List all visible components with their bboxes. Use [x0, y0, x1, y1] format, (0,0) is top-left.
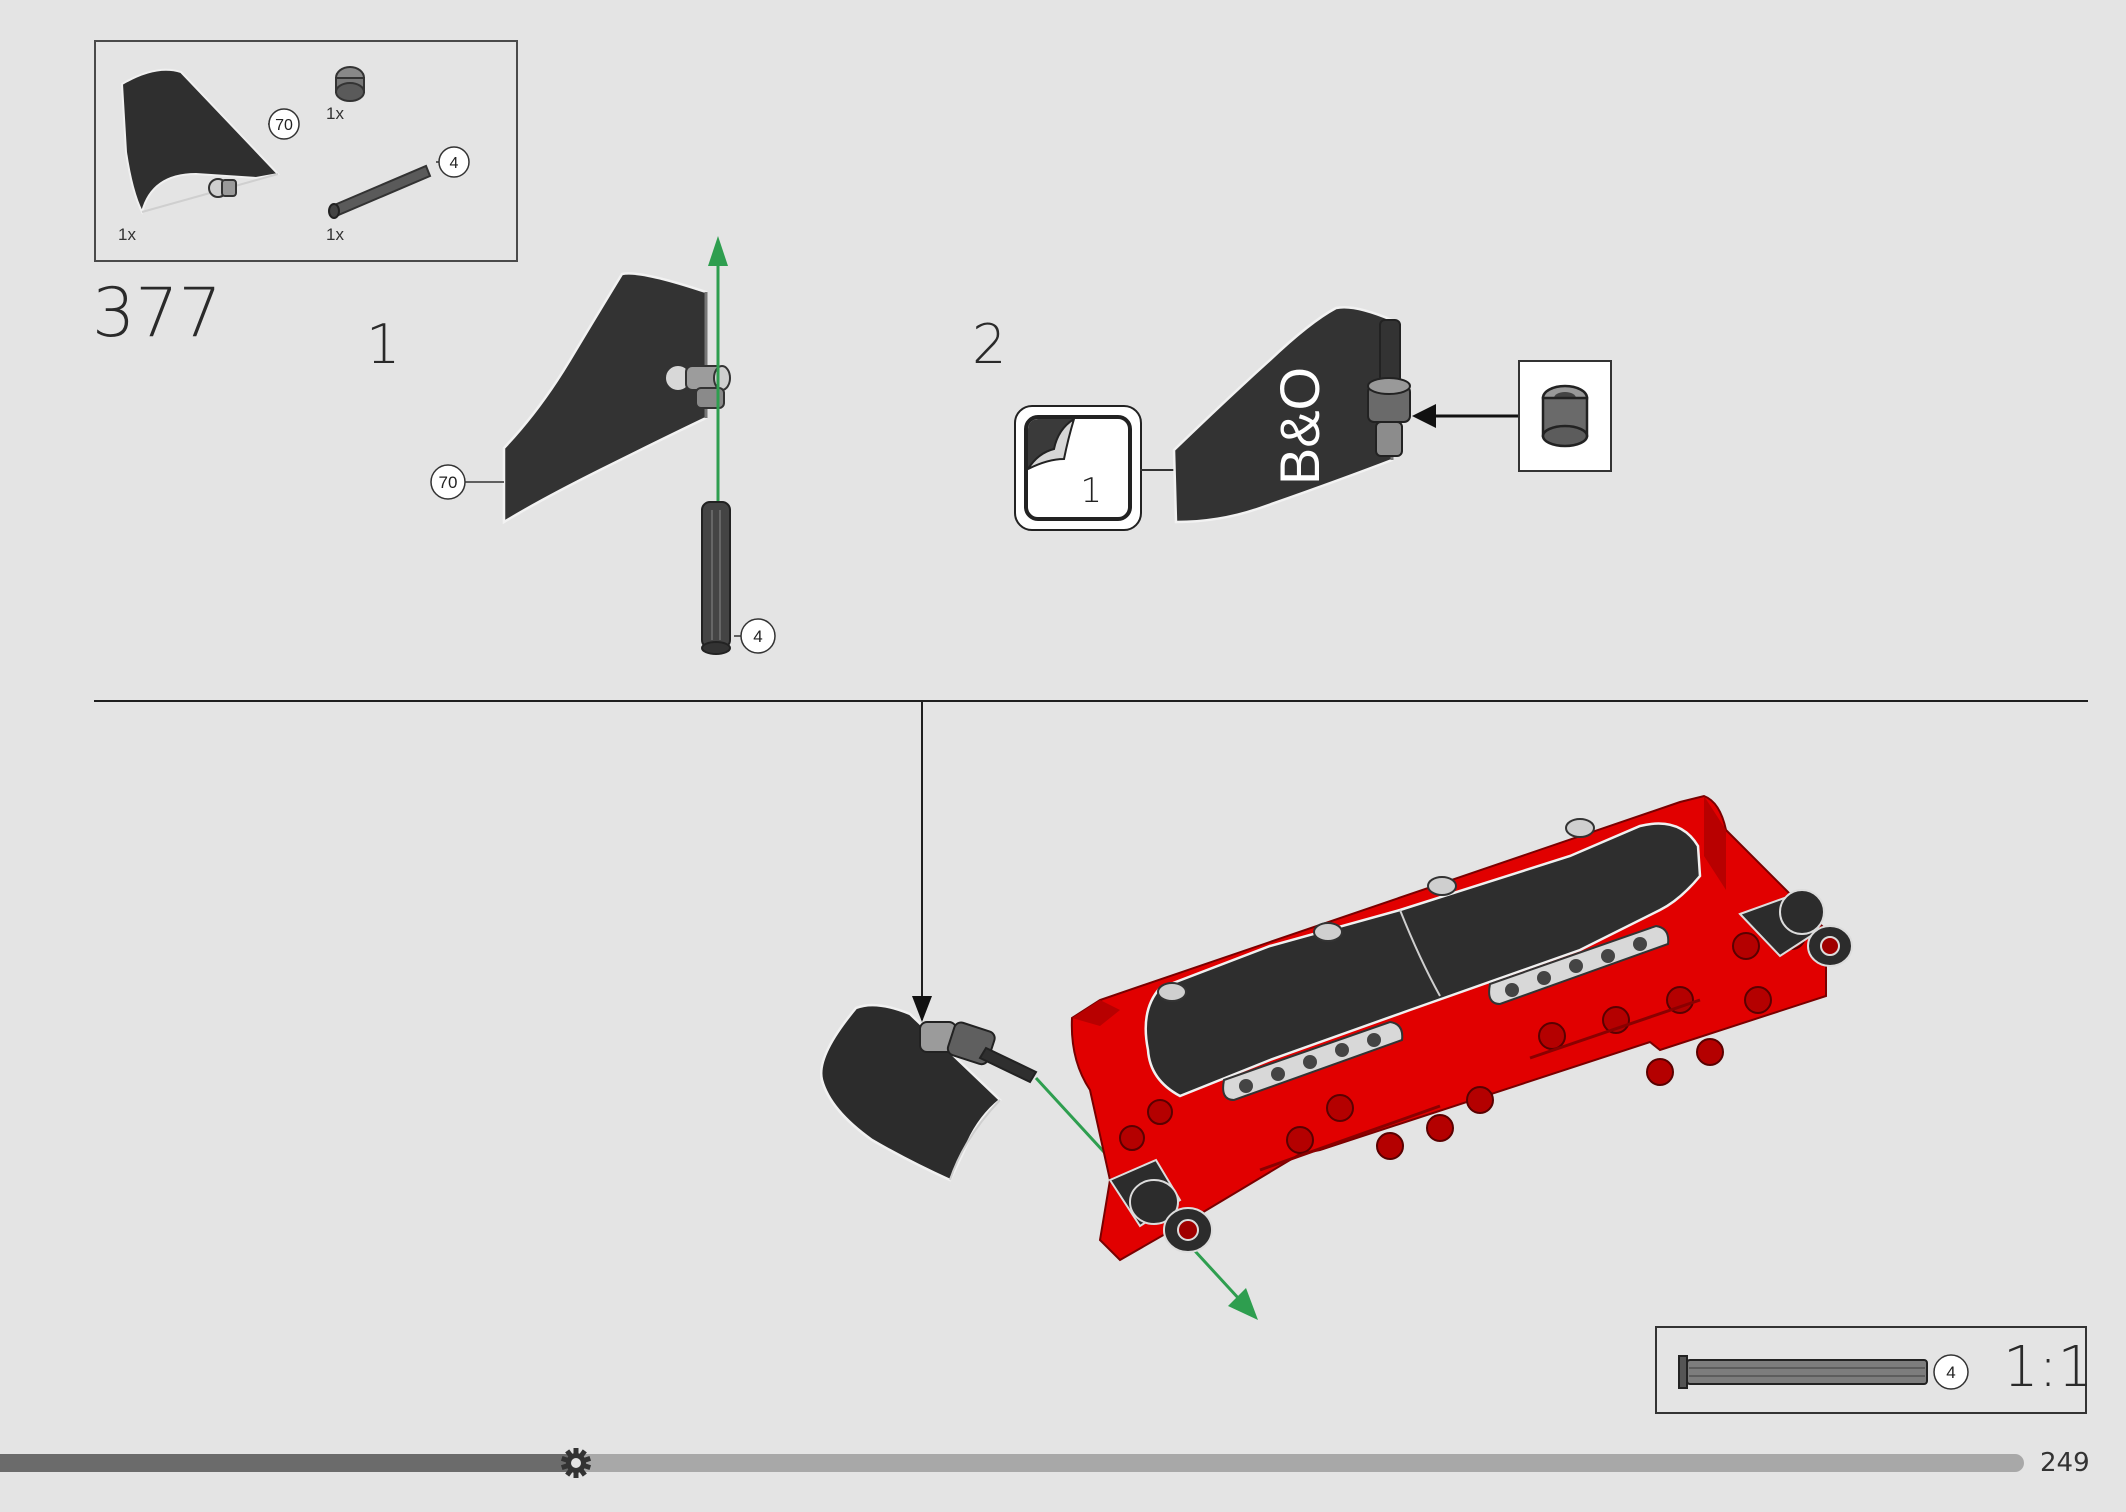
scale-ratio: 1:1 — [2003, 1335, 2094, 1400]
parts-bush-qty: 1x — [326, 104, 344, 123]
scale-axle-icon — [1678, 1355, 1928, 1389]
submodel-drop-line — [921, 700, 923, 1020]
bush-callout-box — [1518, 360, 1612, 472]
progress-fill — [0, 1454, 576, 1472]
dark-body-panels — [1144, 818, 1702, 1102]
parts-axle-qty: 1x — [326, 225, 344, 244]
substep-1-number: 1 — [366, 313, 401, 376]
parts-panel-qty: 1x — [118, 225, 136, 244]
step-divider — [94, 700, 2088, 702]
page-number: 249 — [2040, 1448, 2090, 1478]
substep-1-illustration: 70 4 — [430, 236, 776, 655]
bush-icon — [1541, 384, 1589, 448]
axle-part-icon — [328, 164, 432, 219]
substep-1-callout-axle: 4 — [753, 627, 762, 646]
step-number: 377 — [92, 274, 222, 353]
bush-part-icon — [335, 66, 365, 102]
panel-part-icon — [120, 68, 281, 215]
axle-part — [701, 501, 731, 649]
parts-list-illustration: 70 4 1x 1x 1x — [118, 66, 470, 244]
sticker-badge: 1 — [1014, 405, 1142, 531]
axle-up — [1379, 319, 1401, 387]
sticker-peel-icon — [1028, 419, 1076, 471]
substep-2-number: 2 — [972, 313, 1007, 376]
parts-list-box: 70 4 1x 1x 1x — [94, 40, 518, 262]
substep-2-illustration: B&O — [1140, 306, 1520, 524]
parts-axle-id: 4 — [450, 155, 459, 172]
scale-part-id: 4 — [1946, 1363, 1955, 1382]
panel-part — [502, 272, 708, 525]
sticker-number: 1 — [1080, 471, 1102, 511]
substep-1-callout-panel: 70 — [439, 473, 458, 492]
parts-panel-id: 70 — [275, 117, 293, 134]
main-assembly-illustration — [820, 794, 1853, 1320]
scale-box: 4 1:1 — [1655, 1326, 2093, 1414]
gear-icon — [560, 1448, 592, 1478]
scale-part-callout: 4 — [1933, 1354, 1969, 1390]
logo-sticker: B&O — [1268, 367, 1331, 485]
connector-front — [1108, 1158, 1213, 1253]
connector-rear — [1738, 889, 1853, 967]
